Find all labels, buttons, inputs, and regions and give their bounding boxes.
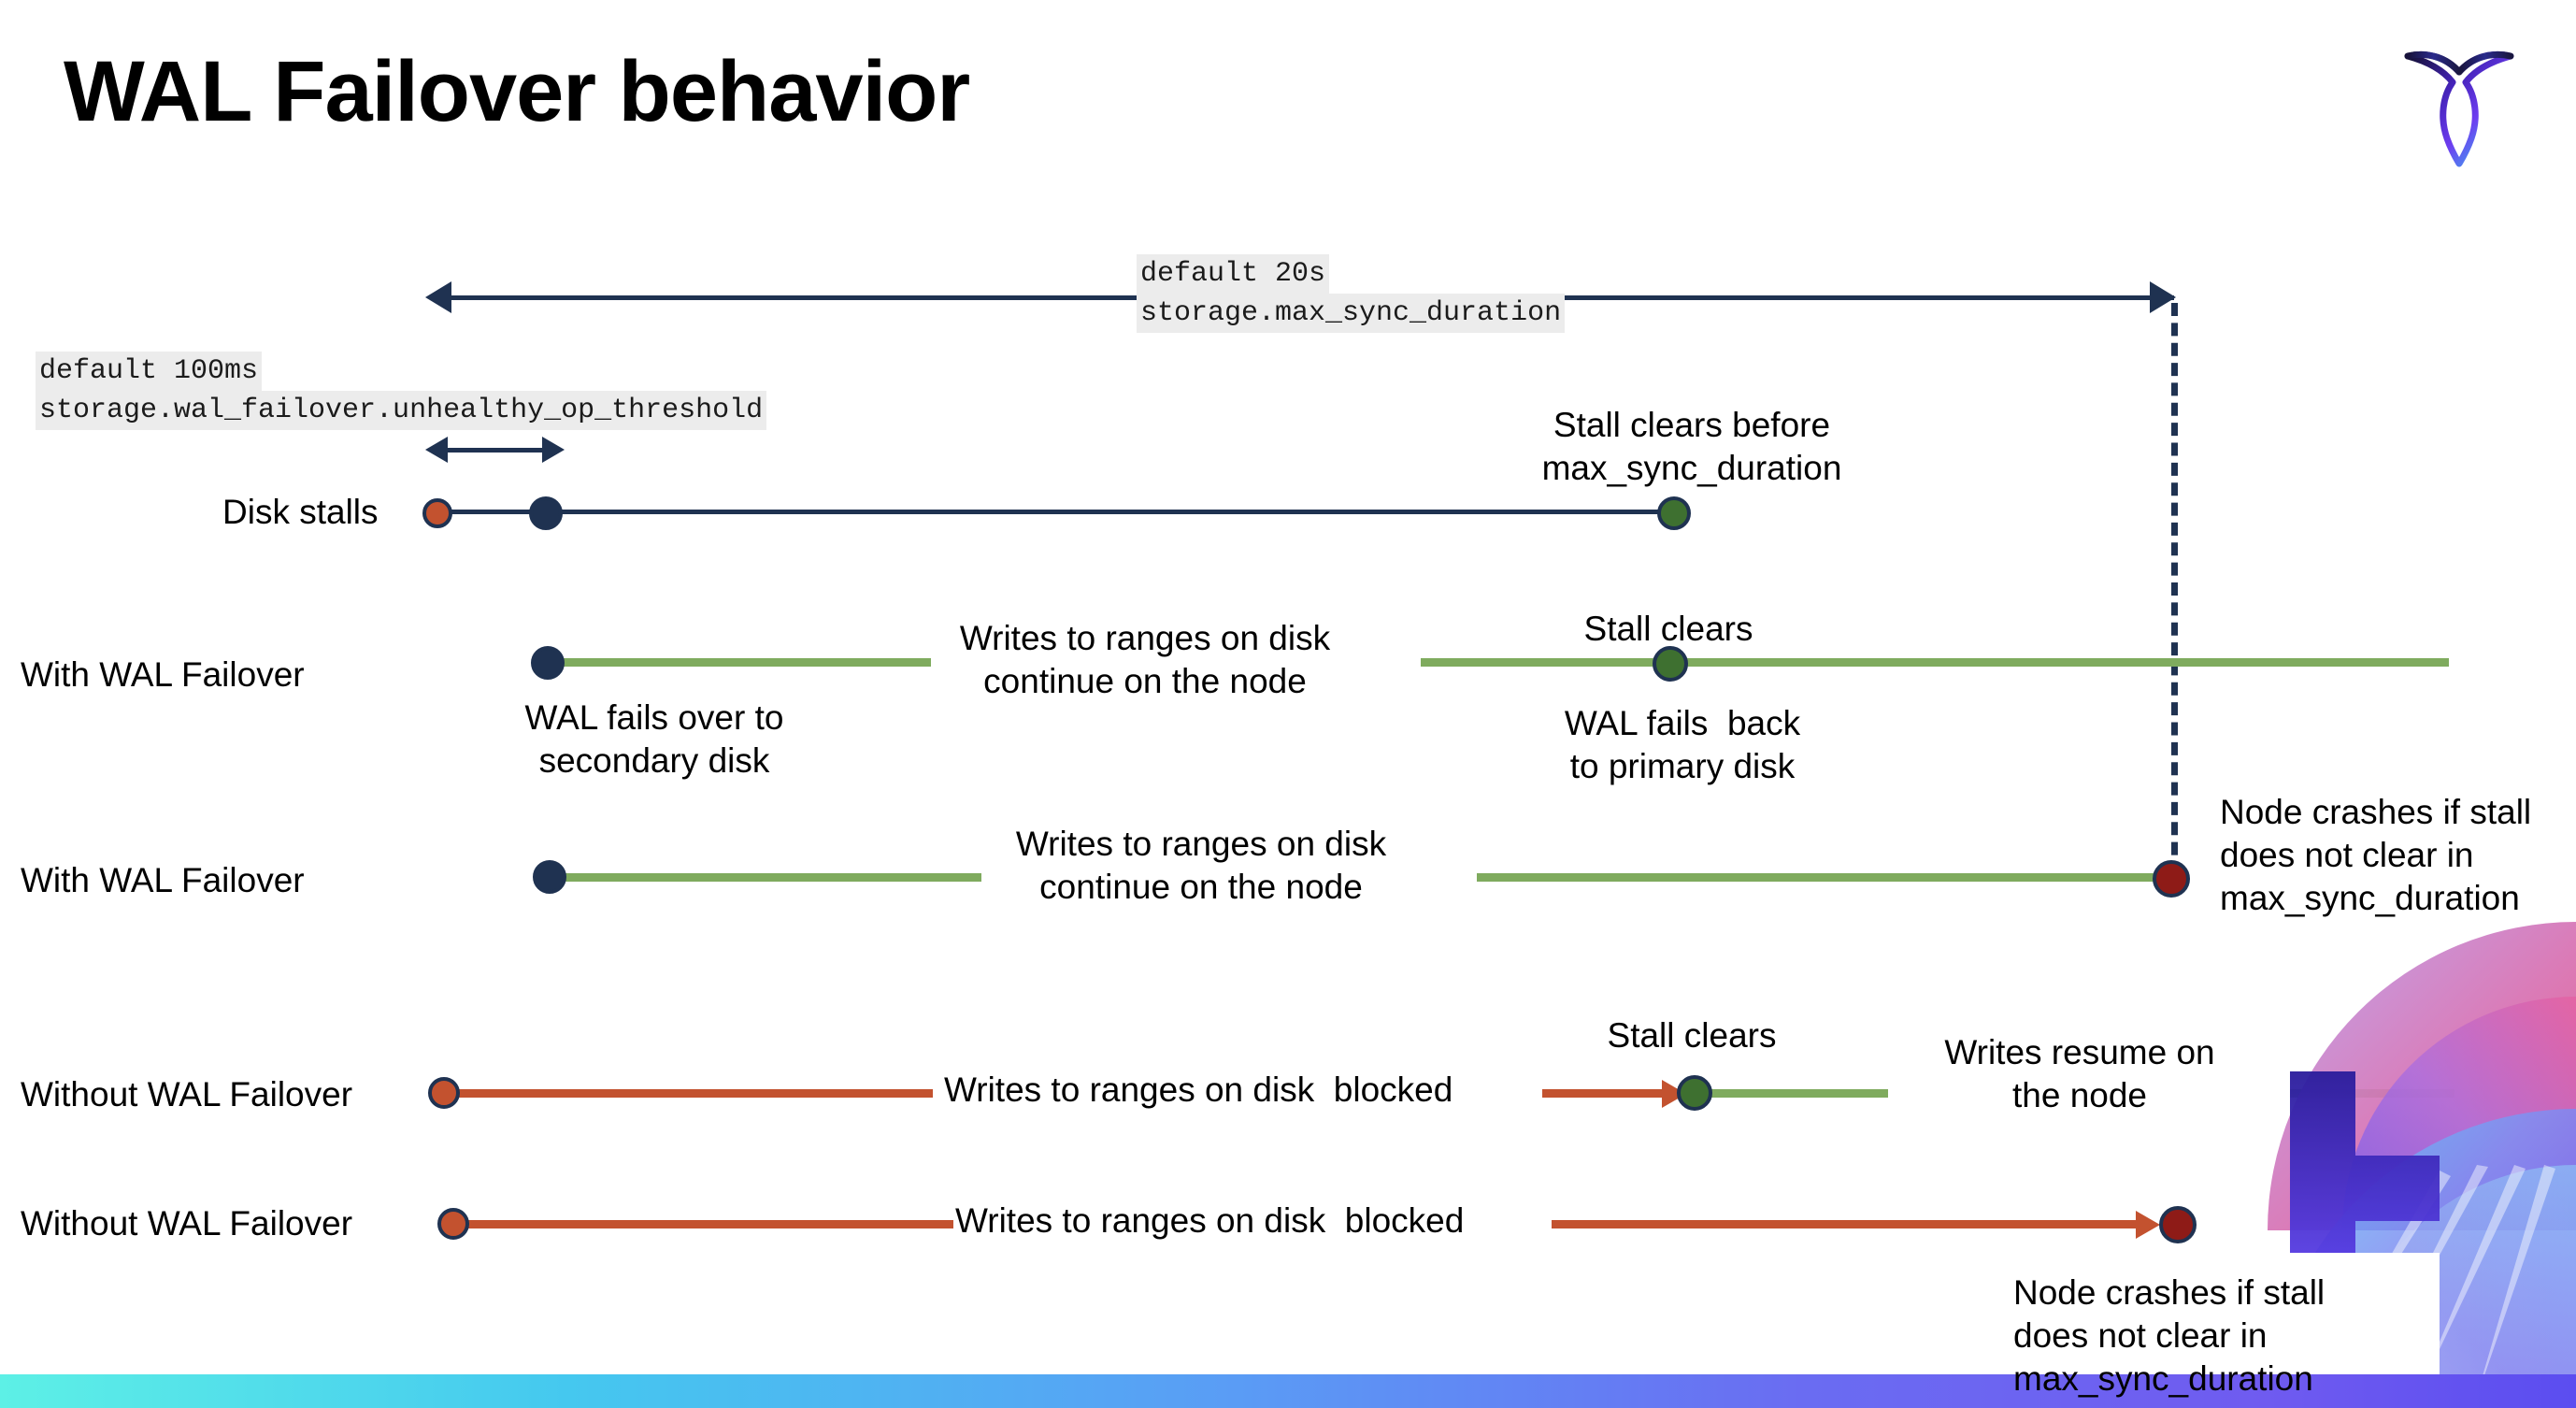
row5-red-segment-left	[458, 1220, 953, 1228]
row2-green-segment-right	[1421, 658, 2449, 667]
row4-green-segment	[1710, 1089, 1888, 1098]
disk-stalls-timeline	[439, 510, 1673, 514]
disk-stall-clear-dot	[1657, 496, 1691, 530]
row-label-with-wal-failover-2: With WAL Failover	[21, 861, 305, 899]
disk-stall-failover-dot	[529, 496, 563, 530]
max-sync-dashed-guide	[2171, 303, 2178, 875]
threshold-arrow-right-head	[542, 437, 565, 463]
row-label-without-wal-failover-1: Without WAL Failover	[21, 1075, 353, 1113]
row4-green-segment-far	[2290, 1089, 2454, 1098]
row4-red-segment-right	[1542, 1089, 1664, 1098]
row-label-disk-stalls: Disk stalls	[222, 493, 379, 531]
disk-stall-start-dot	[422, 498, 452, 528]
row3-failover-dot	[533, 860, 566, 894]
row5-stall-start-dot	[437, 1208, 469, 1240]
row2-green-segment-left	[548, 658, 931, 667]
cockroachdb-logo	[2389, 28, 2529, 168]
row2-failover-dot	[531, 646, 565, 680]
row3-node-crash-dot	[2153, 860, 2190, 898]
bottom-gradient-bar	[0, 1374, 2576, 1408]
row-label-with-wal-failover-1: With WAL Failover	[21, 655, 305, 694]
row4-red-segment-left	[447, 1089, 933, 1098]
threshold-arrow-left-head	[425, 437, 448, 463]
row-label-without-wal-failover-2: Without WAL Failover	[21, 1204, 353, 1243]
row3-green-segment-right	[1477, 873, 2168, 882]
note-row5-writes-blocked: Writes to ranges on disk blocked	[955, 1201, 1465, 1240]
row5-node-crash-dot	[2159, 1206, 2197, 1243]
row4-stall-start-dot	[428, 1077, 460, 1109]
row5-red-segment-right	[1552, 1220, 2140, 1228]
max-sync-default-chip: default 20s	[1137, 254, 1330, 294]
row4-stall-clear-dot	[1677, 1075, 1712, 1111]
page-title: WAL Failover behavior	[64, 44, 970, 139]
row3-green-segment-left	[550, 873, 981, 882]
note-row2-stall-clears: Stall clears	[1583, 610, 1753, 648]
threshold-span-line	[445, 448, 551, 453]
row2-stall-clear-dot	[1653, 646, 1688, 682]
note-row4-writes-blocked: Writes to ranges on disk blocked	[944, 1070, 1453, 1109]
row5-red-arrow-head	[2136, 1211, 2160, 1239]
unhealthy-setting-chip: storage.wal_failover.unhealthy_op_thresh…	[36, 391, 767, 430]
note-row4-stall-clears: Stall clears	[1607, 1016, 1777, 1055]
max-sync-arrow-left-head	[425, 281, 451, 313]
max-sync-setting-chip: storage.max_sync_duration	[1137, 294, 1566, 333]
unhealthy-default-chip: default 100ms	[36, 352, 263, 391]
